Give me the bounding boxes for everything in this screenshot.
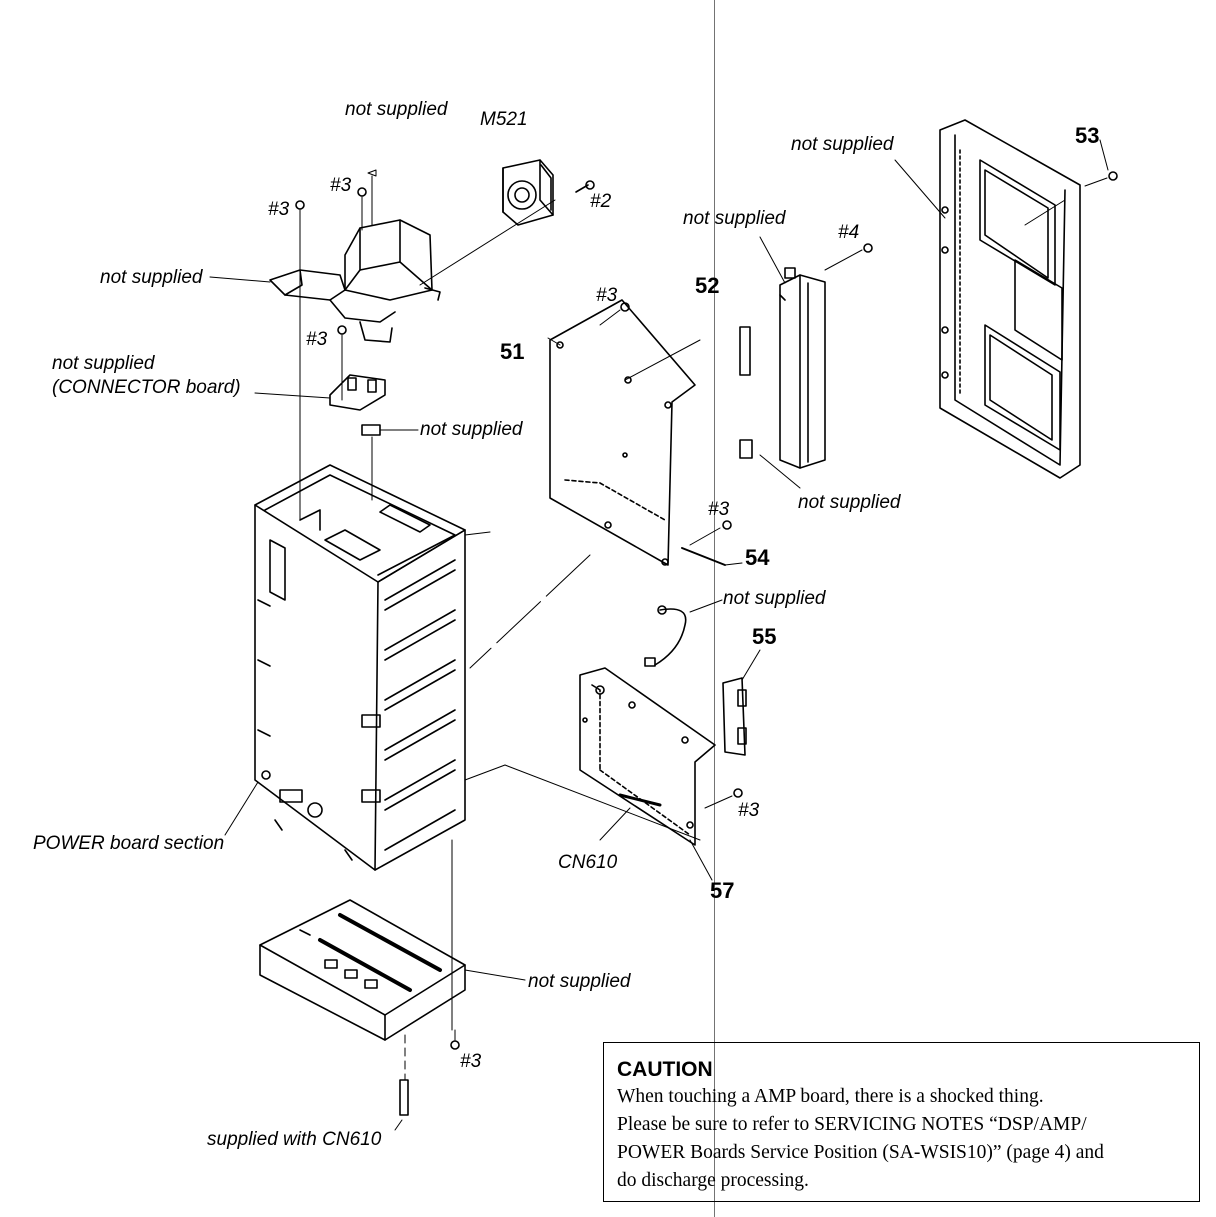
motor-m521: [502, 159, 554, 226]
label-not-supplied-53: not supplied: [791, 134, 894, 155]
label-power-board-section: POWER board section: [33, 833, 225, 854]
label-screw-3-f: #3: [738, 800, 760, 821]
top-bracket-assembly: [269, 219, 441, 343]
label-not-supplied-connector: not supplied: [420, 419, 523, 440]
part-number-55: 55: [752, 624, 777, 649]
caution-body: When touching a AMP board, there is a sh…: [617, 1083, 1187, 1195]
part-55: [722, 677, 747, 756]
board-51: [549, 299, 696, 566]
label-not-supplied-52b: not supplied: [798, 492, 901, 513]
label-screw-4: #4: [838, 222, 860, 243]
caution-line-4: do discharge processing.: [617, 1170, 809, 1191]
part-number-51: 51: [500, 339, 525, 364]
label-not-supplied-cable: not supplied: [723, 588, 826, 609]
label-not-supplied-bracket: not supplied: [100, 267, 203, 288]
label-not-supplied-bottom: not supplied: [528, 971, 631, 992]
label-screw-3-a: #3: [330, 175, 352, 196]
label-connector-board-1: not supplied: [52, 353, 155, 374]
part-number-52: 52: [695, 273, 720, 298]
caution-line-2: Please be sure to refer to SERVICING NOT…: [617, 1114, 1087, 1135]
label-supplied-with-cn610: supplied with CN610: [207, 1129, 382, 1150]
label-screw-3-b: #3: [268, 199, 290, 220]
scan-fold-line: [714, 0, 715, 1217]
label-screw-3-e: #3: [708, 499, 730, 520]
part-53-frame: [939, 119, 1081, 479]
label-screw-3-c: #3: [306, 329, 328, 350]
label-screw-2: #2: [590, 191, 612, 212]
part-52-bracket: [739, 267, 826, 469]
label-screw-3-g: #3: [460, 1051, 482, 1072]
part-number-53: 53: [1075, 123, 1100, 148]
label-m521: M521: [480, 109, 528, 130]
label-connector-board-2: (CONNECTOR board): [52, 377, 241, 398]
caution-line-3: POWER Boards Service Position (SA-WSIS10…: [617, 1142, 1104, 1163]
part-number-57: 57: [710, 878, 735, 903]
caution-title: CAUTION: [617, 1058, 713, 1081]
connector-piece: [361, 424, 381, 436]
bottom-plate: [259, 899, 466, 1041]
label-cn610: CN610: [558, 852, 618, 873]
label-screw-3-d: #3: [596, 285, 618, 306]
caution-box: CAUTION When touching a AMP board, there…: [603, 1042, 1200, 1202]
screw-2: [575, 180, 595, 193]
part-number-54: 54: [745, 545, 770, 570]
power-chassis: [254, 464, 466, 871]
label-not-supplied-52: not supplied: [683, 208, 786, 229]
connector-board: [329, 374, 386, 411]
caution-line-1: When touching a AMP board, there is a sh…: [617, 1086, 1044, 1107]
label-not-supplied-top: not supplied: [345, 99, 448, 120]
board-57: [579, 667, 716, 846]
